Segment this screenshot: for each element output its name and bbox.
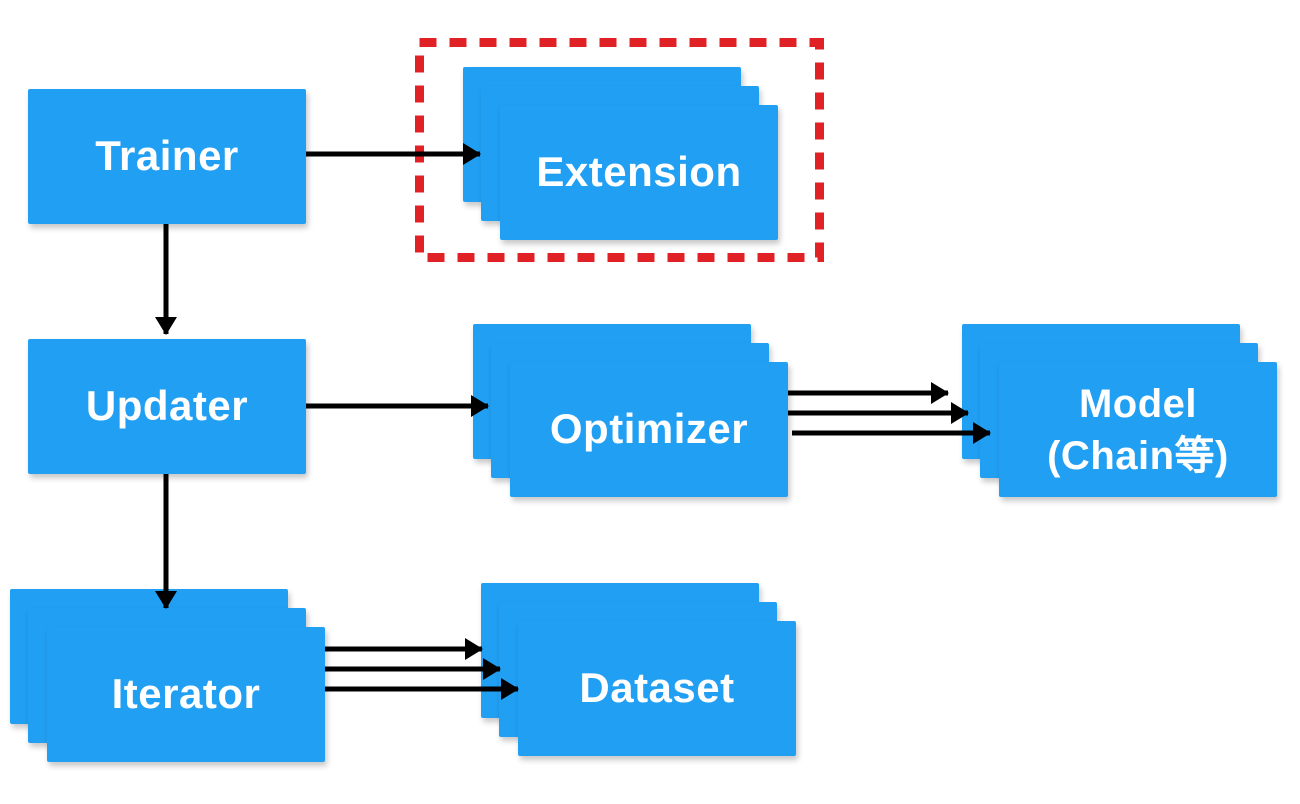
model-label: Model (Chain等) — [1047, 378, 1229, 482]
dataset-box-front: Dataset — [518, 621, 796, 756]
updater-box: Updater — [28, 339, 306, 474]
model-stack: Model (Chain等) — [962, 324, 1277, 497]
trainer-box: Trainer — [28, 89, 306, 224]
iterator-box-front: Iterator — [47, 627, 325, 762]
optimizer-box-front: Optimizer — [510, 362, 788, 497]
iterator-stack: Iterator — [10, 589, 325, 762]
model-label-line1: Model — [1078, 381, 1198, 426]
extension-box-front: Extension — [500, 105, 778, 240]
trainer-label: Trainer — [95, 132, 239, 180]
model-box-front: Model (Chain等) — [999, 362, 1277, 497]
iterator-label: Iterator — [111, 670, 261, 718]
optimizer-stack: Optimizer — [473, 324, 788, 497]
dataset-label: Dataset — [579, 664, 735, 712]
model-label-line2: (Chain等) — [1047, 433, 1229, 478]
extension-stack: Extension — [463, 67, 778, 240]
updater-label: Updater — [85, 382, 249, 430]
extension-label: Extension — [536, 148, 742, 196]
optimizer-label: Optimizer — [549, 405, 749, 453]
dataset-stack: Dataset — [481, 583, 796, 756]
